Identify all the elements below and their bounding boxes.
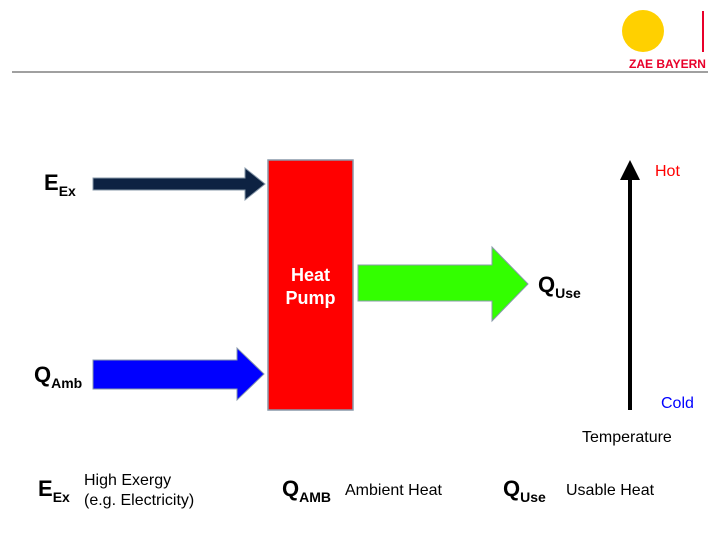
desc-line-2: (e.g. Electricity): [84, 492, 195, 509]
q-sub: Amb: [51, 375, 83, 391]
hot-label: Hot: [655, 163, 680, 180]
e-ex-label: EEx: [44, 170, 76, 199]
legend-e-ex-symbol: EEx: [38, 476, 70, 505]
q-sub: Use: [555, 285, 581, 301]
q-use-label: QUse: [538, 272, 581, 301]
q-main: Q: [282, 476, 300, 501]
q-amb-label: QAmb: [34, 362, 83, 391]
e-main: E: [38, 476, 53, 501]
pump-line-1: Heat: [290, 265, 330, 285]
usable-heat-arrow: [357, 245, 529, 323]
sun-logo-icon: [622, 10, 704, 52]
ambient-heat-arrow: [92, 346, 265, 402]
pump-line-2: Pump: [285, 288, 336, 308]
legend-q-use-desc: Usable Heat: [566, 482, 655, 499]
heat-pump-box: [267, 159, 354, 411]
e-sub: Ex: [58, 183, 76, 199]
legend-e-ex-desc: High Exergy (e.g. Electricity): [84, 471, 194, 511]
q-main: Q: [538, 272, 556, 297]
header-divider: [12, 71, 708, 73]
desc-line-1: High Exergy: [84, 472, 172, 489]
q-sub: AMB: [299, 489, 332, 505]
e-sub: Ex: [52, 489, 70, 505]
heat-pump-label: Heat Pump: [268, 264, 353, 310]
legend-q-amb-symbol: QAMB: [282, 476, 332, 505]
q-main: Q: [34, 362, 52, 387]
cold-label: Cold: [661, 395, 694, 412]
q-sub: Use: [520, 489, 546, 505]
e-main: E: [44, 170, 59, 195]
exergy-arrow: [92, 166, 266, 202]
temperature-label: Temperature: [582, 429, 672, 446]
legend-q-use-symbol: QUse: [503, 476, 546, 505]
zae-bayern-logo: ZAE BAYERN: [615, 5, 710, 75]
logo-text: ZAE BAYERN: [629, 57, 706, 71]
q-main: Q: [503, 476, 521, 501]
temperature-arrowhead-icon: [620, 160, 640, 180]
legend-q-amb-desc: Ambient Heat: [345, 482, 442, 499]
